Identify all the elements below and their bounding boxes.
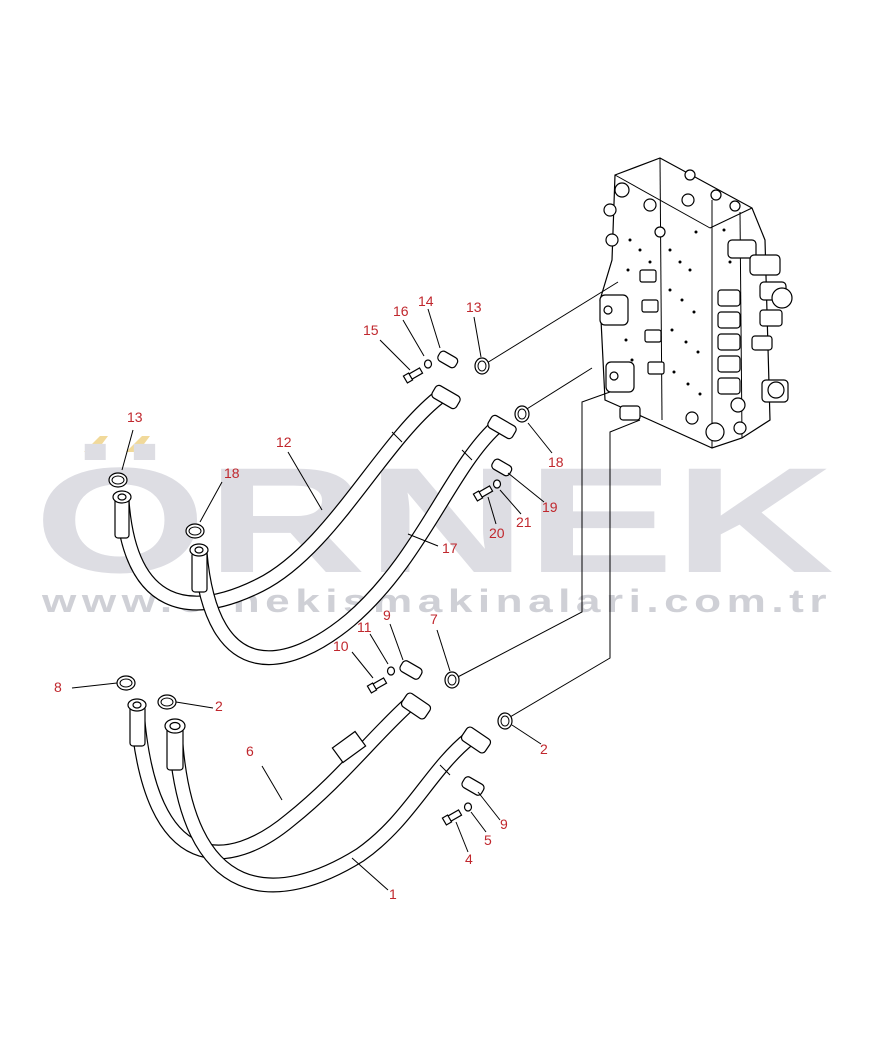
callout-18-left: 18 [224,465,240,481]
o-ring-8 [116,675,136,691]
o-ring-13-right [474,357,490,375]
callout-6: 6 [246,743,254,759]
washer-16 [423,359,433,369]
callout-19: 19 [542,499,558,515]
clamp-14 [437,350,459,369]
clamp-9-lower [461,776,485,796]
callout-17: 17 [442,540,458,556]
callout-12: 12 [276,434,292,450]
port-connection-lines [451,281,641,721]
callout-labels: 13 16 14 15 13 12 18 18 17 19 21 20 10 1… [54,293,564,902]
bolt-15 [402,367,424,384]
washer-21 [492,479,502,489]
callout-11: 11 [357,619,372,635]
callout-8: 8 [54,679,62,695]
clamp-19 [491,458,513,477]
callout-7: 7 [430,611,438,627]
callout-13-left: 13 [127,409,143,425]
o-ring-18-right [514,405,530,423]
clamp-9-upper [399,660,423,680]
washer-11 [386,666,396,676]
control-valve-block [599,157,793,449]
bolt-20 [472,485,494,502]
callout-4: 4 [465,851,473,867]
o-ring-2-right [497,712,513,730]
o-ring-18-left [185,523,205,539]
bolt-4 [441,809,463,826]
callout-5: 5 [484,832,492,848]
hose-end-fittings [112,490,209,771]
callout-16: 16 [393,303,409,319]
o-ring-13-left [108,472,128,488]
callout-21: 21 [516,514,532,530]
callout-15: 15 [363,322,379,338]
callout-9-lower: 9 [500,816,508,832]
hose-1 [167,722,478,893]
watermark-accent-left [84,436,108,452]
o-ring-7 [444,671,460,689]
leader-lines [71,308,553,891]
hose-6 [129,697,416,860]
callout-9-upper: 9 [383,607,391,623]
callout-1: 1 [389,886,397,902]
watermark-accent-right [126,436,150,452]
callout-18-right: 18 [548,454,564,470]
hose-flanges [400,384,517,754]
callout-10: 10 [333,638,349,654]
o-ring-2-left [157,694,177,710]
callout-20: 20 [489,525,505,541]
callout-2-right: 2 [540,741,548,757]
callout-14: 14 [418,293,434,309]
washer-5 [463,802,473,812]
bolt-10 [366,677,388,694]
callout-13-right: 13 [466,299,482,315]
hose-12 [114,390,446,611]
callout-2-left: 2 [215,698,223,714]
hose-17 [192,420,503,666]
